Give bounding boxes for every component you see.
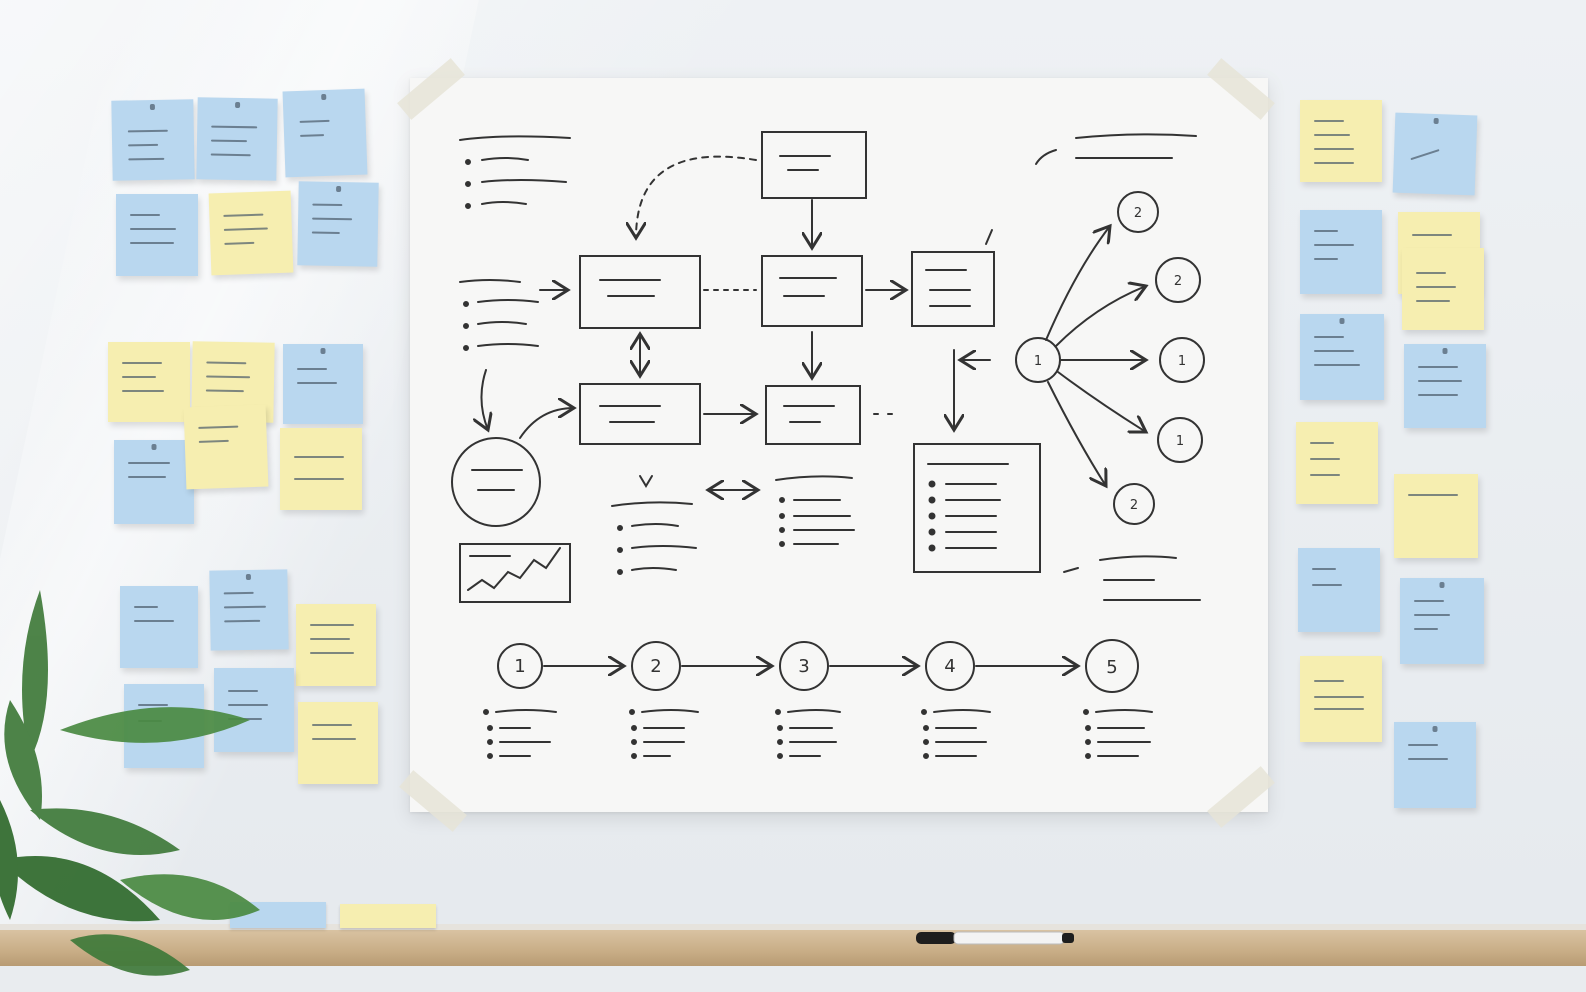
potted-plant (0, 590, 260, 976)
board-ledge (0, 924, 1586, 932)
spoke-number: 2 (1130, 498, 1138, 513)
timeline-step-5 (1085, 639, 1139, 693)
list-box (911, 251, 995, 327)
sticky-note (114, 440, 194, 524)
sticky-note (283, 344, 363, 424)
spoke-number: 2 (1134, 206, 1142, 221)
sticky-note (1404, 344, 1486, 428)
marker-pen[interactable] (916, 928, 1076, 946)
sticky-note (1300, 656, 1382, 742)
step-number: 5 (1106, 657, 1117, 678)
process-box (761, 131, 867, 199)
sticky-note (1402, 248, 1484, 330)
sticky-note (120, 586, 198, 668)
step-number: 3 (798, 656, 809, 677)
step-number: 2 (650, 656, 661, 677)
timeline-step-3 (779, 641, 829, 691)
timeline-notes (483, 709, 1153, 759)
wooden-shelf (0, 930, 1586, 966)
step-number: 1 (514, 656, 525, 677)
sticky-note (116, 194, 198, 276)
sticky-note (1300, 314, 1384, 400)
timeline-step-1 (497, 643, 543, 689)
spoke-node (1159, 337, 1205, 383)
spoke-number: 1 (1178, 354, 1186, 369)
sticky-note (280, 428, 362, 510)
spoke-node (1157, 417, 1203, 463)
floor (0, 966, 1586, 992)
timeline-step-2 (631, 641, 681, 691)
sticky-note (1400, 578, 1484, 664)
sticky-pad-yellow[interactable] (340, 904, 436, 928)
spoke-node (1155, 257, 1201, 303)
sticky-note (298, 702, 378, 784)
process-box (761, 255, 863, 327)
circle-node (451, 437, 541, 527)
list-box (913, 443, 1041, 573)
sticky-note (1394, 474, 1478, 558)
spoke-node (1117, 191, 1159, 233)
sticky-note (1296, 422, 1378, 504)
step-number: 4 (944, 656, 955, 677)
hub-number: 1 (1034, 354, 1042, 369)
spoke-number: 1 (1176, 434, 1184, 449)
sticky-note (108, 342, 190, 422)
sticky-note (1300, 100, 1382, 182)
sticky-note (296, 604, 376, 686)
spoke-node (1113, 483, 1155, 525)
chart-sketch (459, 543, 571, 603)
sticky-note (1298, 548, 1380, 632)
process-box (579, 255, 701, 329)
sticky-note (1300, 210, 1382, 294)
process-box (579, 383, 701, 445)
sticky-note (1394, 722, 1476, 808)
process-box (765, 385, 861, 445)
spoke-number: 2 (1174, 274, 1182, 289)
timeline-step-4 (925, 641, 975, 691)
